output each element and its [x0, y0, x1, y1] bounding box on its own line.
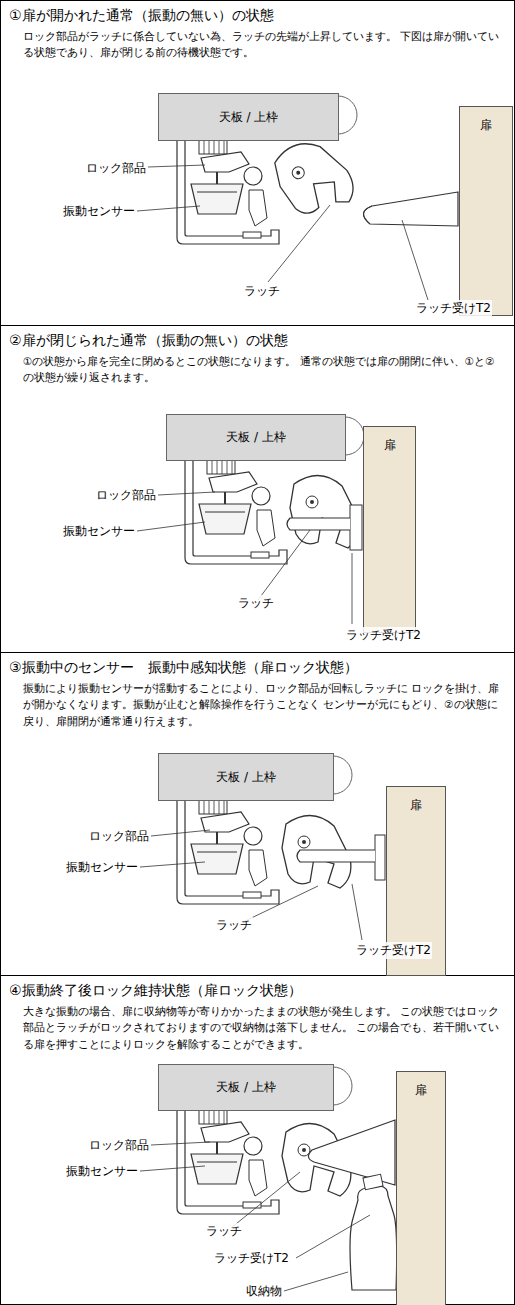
part-label: 振動センサー [62, 203, 136, 220]
drawing-part [137, 522, 205, 531]
top-board-label: 天板 / 上枠 [226, 429, 286, 446]
panel-description: 振動により振動センサーが揺動することにより、ロック部品が回転しラッチに ロックを… [23, 680, 503, 729]
part-label: ロック部品 [95, 487, 157, 504]
drawing-part [308, 1120, 395, 1185]
drawing-part [177, 800, 279, 904]
drawing-part [375, 835, 385, 880]
part-label: ラッチ [243, 283, 281, 300]
door-label: 扉 [410, 798, 422, 812]
drawing-part [296, 1215, 370, 1258]
panel-heading: ③振動中のセンサー 振動中感知状態（扉ロック状態） [9, 659, 358, 677]
drawing-part [363, 1174, 383, 1189]
drawing-part [158, 492, 215, 495]
part-label: ロック部品 [88, 1137, 150, 1154]
drawing-part [297, 850, 375, 862]
drawing-part [140, 862, 205, 867]
door-panel: 扉 [459, 106, 513, 316]
part-label: 振動センサー [62, 523, 136, 540]
drawing-part [290, 475, 359, 548]
top-board-label: 天板 / 上枠 [216, 769, 276, 786]
drawing-part [140, 1142, 370, 1291]
drawing-part [177, 140, 279, 244]
drawing-part [363, 192, 458, 226]
drawing-part [268, 131, 359, 224]
top-board: 天板 / 上枠 [158, 93, 339, 141]
part-label: ロック部品 [88, 828, 150, 845]
drawing-part [268, 205, 330, 282]
drawing-part [333, 756, 352, 794]
top-board: 天板 / 上枠 [166, 414, 346, 461]
drawing-part [243, 886, 318, 922]
top-board: 天板 / 上枠 [158, 1064, 334, 1111]
drawing-part [137, 492, 352, 624]
drawing-part [287, 518, 350, 530]
drawing-part [137, 206, 200, 211]
panel-heading: ①扉が開かれた通常（振動の無い）の状態 [9, 7, 274, 25]
part-label: 振動センサー [65, 859, 139, 876]
part-label: ラッチ受けT2 [345, 627, 422, 644]
panel-heading: ②扉が閉じられた通常（振動の無い）の状態 [9, 332, 288, 350]
drawing-part [352, 884, 362, 940]
door-panel: 扉 [363, 426, 416, 633]
drawing-part [185, 460, 287, 564]
door-label: 扉 [384, 438, 396, 452]
drawing-part [350, 1186, 397, 1290]
drawing-part [338, 96, 357, 134]
drawing-part [140, 1166, 205, 1171]
drawing-part [231, 1172, 300, 1228]
state-panel: ③振動中のセンサー 振動中感知状態（扉ロック状態） 振動により振動センサーが揺動す… [0, 652, 515, 976]
top-board-label: 天板 / 上枠 [216, 1079, 276, 1096]
door-panel: 扉 [396, 1071, 446, 1305]
door-label: 扉 [480, 118, 492, 132]
state-panel: ①扉が開かれた通常（振動の無い）の状態ロック部品がラッチに係合していない為、ラッ… [0, 0, 515, 326]
part-label: ラッチ [205, 1223, 243, 1240]
drawing-part [151, 830, 210, 836]
part-label: ラッチ受けT2 [415, 300, 492, 317]
drawing-part [148, 165, 205, 167]
part-label: ラッチ [215, 917, 253, 934]
part-label: 振動センサー [65, 1163, 139, 1180]
top-board-label: 天板 / 上枠 [219, 109, 279, 126]
panel-description: ロック部品がラッチに係合していない為、ラッチの先端が上昇しています。 下図は扉が… [23, 28, 503, 61]
drawing-part [345, 417, 364, 455]
drawing-part [284, 1272, 348, 1291]
drawing-part [151, 1142, 210, 1145]
drawing-part [350, 505, 362, 550]
part-label: 収納物 [245, 1283, 283, 1300]
drawing-part [258, 530, 310, 600]
part-label: ラッチ受けT2 [355, 942, 432, 959]
door-label: 扉 [415, 1083, 427, 1097]
part-label: ロック部品 [85, 160, 147, 177]
drawing-part [352, 553, 353, 624]
panel-description: 大きな振動の場合、扉に収納物等が寄りかかったままの状態が発生します。 この状態で… [23, 1003, 503, 1052]
drawing-part [363, 206, 372, 224]
drawing-part [402, 220, 428, 300]
drawing-part [137, 165, 428, 300]
top-board: 天板 / 上枠 [158, 753, 334, 801]
panel-heading: ④振動終了後ロック維持状態（扉ロック状態） [9, 982, 302, 1000]
panel-description: ①の状態から扉を完全に閉めるとこの状態になります。 通常の状態では扉の開閉に伴い… [23, 353, 503, 386]
part-label: ラッチ [237, 595, 275, 612]
part-label: ラッチ受けT2 [213, 1250, 290, 1267]
drawing-part [140, 830, 362, 940]
drawing-part [333, 1067, 352, 1105]
drawing-part [177, 1110, 279, 1214]
